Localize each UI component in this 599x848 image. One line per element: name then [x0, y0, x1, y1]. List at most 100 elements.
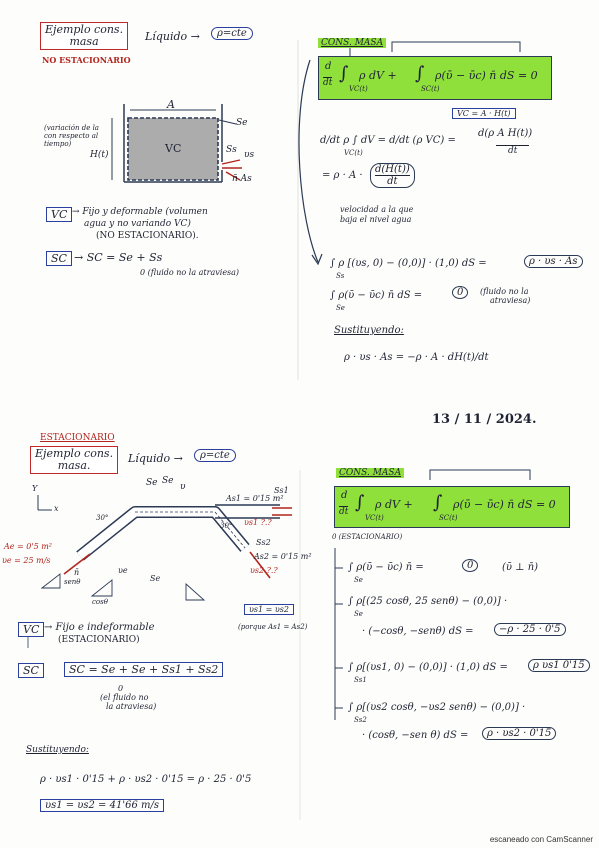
top-title-line1: Ejemplo cons.	[45, 23, 124, 36]
bottom-subst-eq: ρ · υs1 · 0'15 + ρ · υs2 · 0'15 = ρ · 25…	[40, 774, 252, 785]
bottom-main-eq-end: ρ(ῡ − ῡc) n̄ dS = 0	[453, 498, 556, 511]
top-vc-box: VC	[46, 207, 73, 222]
bottom-l4b: · (cosθ, −sen θ) dS =	[362, 730, 469, 741]
top-rho-cte: ρ=cte	[211, 27, 253, 40]
top-vc-desc-1: → Fijo y deformable (volumen	[72, 207, 208, 217]
bottom-l2-result: −ρ · 25 · 0'5	[494, 623, 566, 636]
tank-drawing	[111, 104, 242, 183]
tank-Se: Se	[236, 118, 248, 128]
bottom-liquid-label: Líquido →	[128, 452, 183, 465]
tank-note-2: con respecto al	[44, 132, 99, 140]
bottom-main-eq-mid: ρ dV +	[375, 498, 413, 511]
top-eq2-c: = ρ · A ·	[322, 170, 363, 181]
bottom-stationary: ESTACIONARIO	[40, 433, 115, 443]
pipe-angle2: 30°	[220, 522, 233, 530]
pipe-se-label: Se	[150, 574, 161, 583]
bottom-l4: ∫ ρ[(υs2 cosθ, −υs2 senθ) − (0,0)] ·	[348, 702, 526, 713]
bottom-vc-desc-2: (ESTACIONARIO)	[58, 635, 140, 645]
pipe-sin: senθ	[64, 578, 81, 586]
tank-note: (variación de la con respecto al tiempo)	[44, 124, 99, 148]
pipe-v: υ	[180, 482, 186, 492]
bottom-l1-note: (ῡ ⊥ n̄)	[502, 562, 539, 573]
pipe-Ss1: Ss1	[274, 486, 289, 495]
bottom-l3: ∫ ρ[(υs1, 0) − (0,0)] · (1,0) dS =	[348, 662, 508, 673]
pipe-cos: cosθ	[92, 598, 108, 606]
bottom-zero-stationary: 0 (ESTACIONARIO)	[332, 533, 403, 541]
bottom-title-box: Ejemplo cons. masa.	[30, 446, 119, 474]
top-main-eq-int1: ∫	[339, 63, 349, 84]
top-main-eq-sc: SC(t)	[421, 85, 440, 93]
bottom-main-eq-dt: dt	[339, 506, 349, 517]
bottom-l4-sub: Ss2	[354, 716, 367, 724]
bottom-l2-sub: Se	[354, 610, 363, 618]
pipe-Se-2: Se	[162, 476, 174, 486]
bottom-rho-cte: ρ=cte	[194, 449, 236, 462]
top-eq4-note: (fluido no la atraviesa)	[480, 287, 530, 305]
tank-vs: υs	[244, 150, 255, 160]
bottom-main-eq-sc: SC(t)	[439, 514, 458, 522]
bottom-sc-note-0: 0	[118, 684, 124, 693]
top-final-eq: ρ · υs · As = −ρ · A · dH(t)/dt	[344, 352, 489, 363]
tank-note-1: (variación de la	[44, 124, 99, 132]
axis-x: x	[54, 504, 59, 513]
vs-equal-box: υs1 = υs2	[244, 604, 294, 615]
bottom-main-eq-box: d dt ∫ ρ dV + VC(t) ∫ SC(t) ρ(ῡ − ῡc) n̄…	[334, 486, 570, 528]
bottom-l3-sub: Ss1	[354, 676, 367, 684]
bottom-l1-sub: Se	[354, 576, 363, 584]
bottom-vc-box: VC	[18, 622, 45, 637]
top-eq2-note-2: baja el nivel agua	[340, 215, 412, 224]
pipe-As1: As1 = 0'15 m²	[226, 494, 284, 503]
bottom-vc-desc-1: → Fijo e indeformable	[44, 622, 155, 633]
top-eq3-result: ρ · υs · As	[524, 255, 583, 268]
top-vc-desc: → Fijo y deformable (volumen agua y no v…	[72, 206, 208, 242]
top-non-stationary: NO ESTACIONARIO	[42, 55, 131, 65]
top-eq2-note-1: velocidad a la que	[340, 205, 414, 214]
top-sc-eq: → SC = Se + Ss	[74, 251, 163, 264]
bottom-l2: ∫ ρ[(25 cosθ, 25 senθ) − (0,0)] ·	[348, 596, 508, 607]
top-liquid-label: Líquido →	[145, 30, 200, 43]
vs-equal-note: (porque As1 = As2)	[238, 623, 308, 631]
bottom-main-eq-int2: ∫	[433, 492, 443, 513]
bottom-sc-box: SC	[18, 663, 44, 678]
tank-A: A	[167, 98, 175, 111]
top-sustituyendo: Sustituyendo:	[334, 325, 404, 336]
top-eq2-note: velocidad a la que baja el nivel agua	[340, 205, 413, 225]
bottom-result: υs1 = υs2 = 41'66 m/s	[40, 799, 164, 812]
axis-y: Y	[32, 484, 38, 493]
bottom-sc-eq: SC = Se + Se + Ss1 + Ss2	[64, 662, 224, 677]
top-eq4-note-1: (fluido no la	[480, 287, 529, 296]
bottom-vc-desc: → Fijo e indeformable (ESTACIONARIO)	[44, 621, 155, 647]
top-main-eq-vc: VC(t)	[349, 85, 368, 93]
tank-note-3: tiempo)	[44, 140, 72, 148]
tank-Ss: Ss	[226, 145, 237, 155]
top-eq4: ∫ ρ(ῡ − ῡc) n̄ dS =	[330, 290, 423, 301]
top-eq2-vc-sub: VC(t)	[344, 149, 363, 157]
bottom-sc-note-2: la atraviesa)	[106, 702, 157, 711]
pipe-n: n̄	[74, 568, 80, 577]
top-sc-note: 0 (fluido no la atraviesa)	[140, 268, 240, 277]
bottom-sc-note: 0 (el fluido no la atraviesa)	[100, 684, 156, 711]
top-eq4-sub: Se	[336, 304, 345, 312]
top-vc-desc-2: agua y no variando VC)	[84, 219, 191, 229]
date: 13 / 11 / 2024.	[432, 412, 537, 427]
top-title-box: Ejemplo cons. masa	[40, 22, 129, 50]
bottom-l2b: · (−cosθ, −senθ) dS =	[362, 626, 474, 637]
pipe-vs1: υs1 ?.?	[244, 518, 272, 527]
top-title-line2: masa	[69, 35, 99, 48]
pipe-ve: υe = 25 m/s	[2, 556, 51, 565]
top-eq2-c-num: d(H(t))	[375, 164, 410, 175]
pipe-angle1: 30°	[96, 514, 109, 522]
bottom-title-line2: masa.	[57, 459, 91, 472]
top-eq2-c-frac: d(H(t)) dt	[370, 163, 415, 188]
tank-VC: VC	[165, 142, 182, 155]
tank-nAs: n̄ As	[232, 174, 252, 184]
bottom-main-eq-vc: VC(t)	[365, 514, 384, 522]
top-main-eq-mid: ρ dV +	[359, 69, 397, 82]
pipe-ve-label: υe	[118, 566, 128, 575]
bottom-l1-zero: 0	[462, 559, 479, 572]
top-cons-masa: CONS. MASA	[318, 38, 387, 48]
top-eq2-b-den: dt	[496, 145, 530, 156]
pipe-vs2: υs2 ?.?	[250, 566, 278, 575]
tank-H: H(t)	[90, 150, 109, 160]
